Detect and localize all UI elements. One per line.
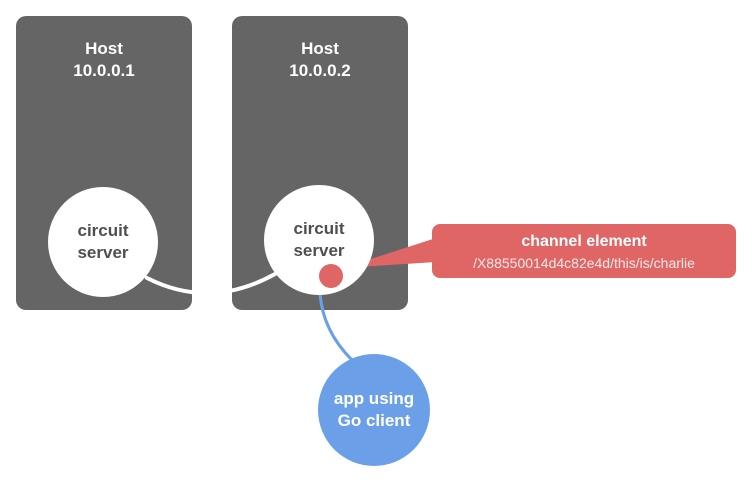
- host-label: Host: [85, 39, 123, 58]
- app-label-line2: Go client: [337, 411, 411, 430]
- host-ip: 10.0.0.2: [289, 61, 351, 80]
- app-label-line1: app using: [333, 389, 415, 408]
- server-label-line1: circuit: [293, 219, 345, 238]
- server-label-line1: circuit: [77, 221, 129, 240]
- host-title-2: Host 10.0.0.2: [232, 38, 408, 82]
- channel-callout-title: channel element: [521, 233, 647, 250]
- channel-element-dot: [319, 264, 343, 288]
- channel-callout: channel element /X88550014d4c82e4d/this/…: [432, 224, 736, 278]
- channel-callout-path: /X88550014d4c82e4d/this/is/charlie: [473, 255, 695, 271]
- server-label-line2: server: [293, 241, 345, 260]
- server-label-line2: server: [77, 243, 129, 262]
- host-ip: 10.0.0.1: [73, 61, 135, 80]
- server-circle-1: circuit server: [48, 187, 158, 297]
- host-label: Host: [301, 39, 339, 58]
- host-title-1: Host 10.0.0.1: [16, 38, 192, 82]
- app-client-circle: app using Go client: [318, 354, 430, 466]
